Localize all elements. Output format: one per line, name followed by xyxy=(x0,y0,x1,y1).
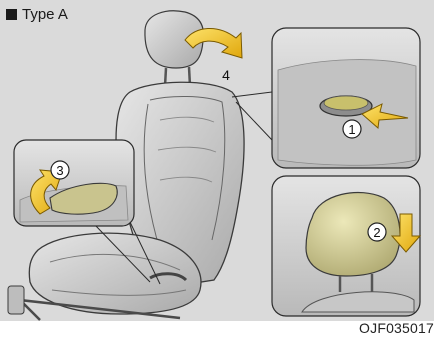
seat-rail-bar xyxy=(8,286,24,314)
square-bullet-icon xyxy=(6,9,17,20)
step-marker-1: 1 xyxy=(343,120,361,138)
type-heading-text: Type A xyxy=(22,6,68,23)
inset-lever xyxy=(14,140,134,226)
inset-release-button xyxy=(272,28,420,168)
step-1-label: 1 xyxy=(348,122,355,137)
figure-code: OJF035017 xyxy=(359,320,434,336)
step-marker-3: 3 xyxy=(51,161,69,179)
step-4-label: 4 xyxy=(222,67,230,83)
seat-illustration: 1 2 3 4 xyxy=(0,0,434,321)
type-heading: Type A xyxy=(6,6,68,23)
step-3-label: 3 xyxy=(56,163,63,178)
step-marker-2: 2 xyxy=(368,223,386,241)
inset-lower-headrest xyxy=(272,176,420,316)
step-2-label: 2 xyxy=(373,225,380,240)
